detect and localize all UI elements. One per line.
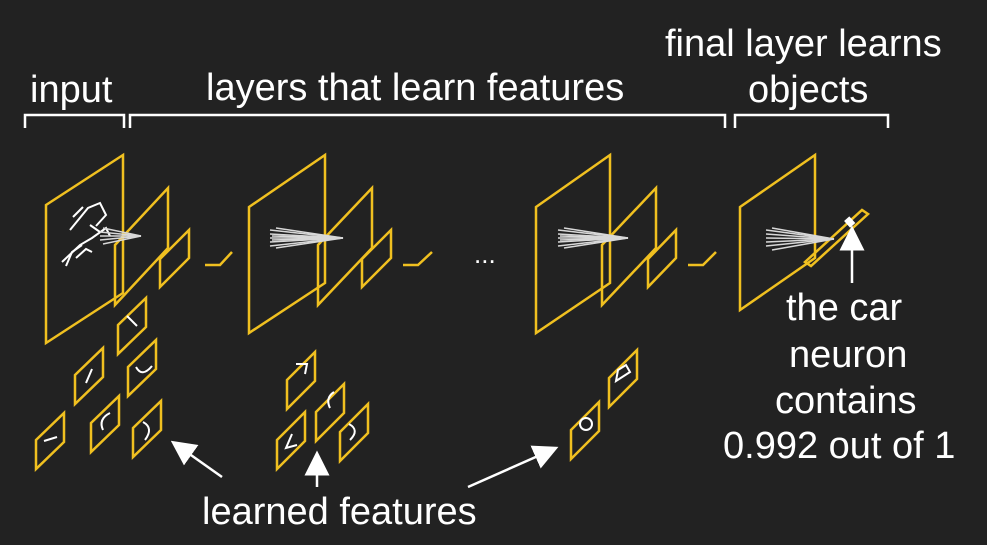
car-neuron-label-line4: 0.992 out of 1	[723, 425, 956, 467]
ellipsis-label: ...	[474, 239, 496, 269]
feature-tile	[73, 345, 105, 407]
feature-tile	[116, 295, 148, 357]
connector-2	[403, 251, 433, 267]
car-neuron	[844, 216, 856, 228]
conv-layer-2	[247, 152, 327, 336]
car-neuron-label-line3: contains	[775, 380, 917, 422]
feature-tile	[34, 410, 66, 472]
final-layer-label-line1: final layer learns	[665, 23, 942, 65]
feature-glyphs-2	[284, 363, 356, 450]
connector-3	[688, 251, 717, 267]
feature-tiles-1	[34, 295, 163, 472]
conv-layer-2b	[360, 226, 393, 291]
feature-tiles-2	[275, 348, 370, 473]
final-layer-group	[738, 152, 871, 313]
layers-bracket	[128, 113, 727, 128]
feature-tile	[126, 337, 158, 399]
layer-group-1	[44, 152, 233, 346]
layer-group-3	[534, 152, 717, 336]
feature-glyphs-1	[43, 315, 153, 442]
layer-group-2	[247, 152, 433, 336]
conv-layer-3	[534, 152, 612, 336]
feature-tile	[569, 398, 601, 463]
conv-layer-3a	[600, 184, 658, 309]
feature-tile	[89, 393, 121, 455]
feature-tile	[285, 348, 317, 413]
layers-label: layers that learn features	[206, 67, 625, 109]
rays-3	[557, 227, 629, 249]
conv-layer-3b	[646, 226, 678, 291]
car-neuron-label-line1: the car	[786, 287, 903, 329]
final-layer-bracket	[733, 113, 890, 128]
feature-tile	[607, 346, 639, 411]
arrows	[170, 225, 865, 489]
feature-glyphs-3	[579, 363, 632, 431]
input-bracket	[23, 113, 126, 128]
input-layer	[44, 152, 125, 346]
feature-tiles-3	[569, 346, 639, 463]
learned-features-label: learned features	[202, 491, 477, 533]
conv-layer-1b	[158, 226, 191, 291]
rays-1	[99, 227, 142, 245]
arrow-learned-3	[467, 445, 559, 489]
airplane-sketch	[61, 201, 111, 267]
feature-tile	[338, 400, 370, 465]
connector-1	[205, 251, 233, 267]
feature-tile	[131, 398, 163, 460]
final-layer	[738, 152, 817, 313]
final-layer-label-line2: objects	[748, 69, 869, 111]
feature-tile	[275, 408, 307, 473]
arrow-learned-1	[170, 440, 223, 479]
rays-2	[269, 227, 344, 249]
rays-final	[765, 227, 835, 251]
brackets	[23, 113, 890, 128]
car-neuron-label-line2: neuron	[789, 334, 908, 376]
input-label: input	[30, 69, 113, 111]
conv-layer-1a	[113, 184, 170, 309]
feature-tile	[314, 380, 346, 445]
